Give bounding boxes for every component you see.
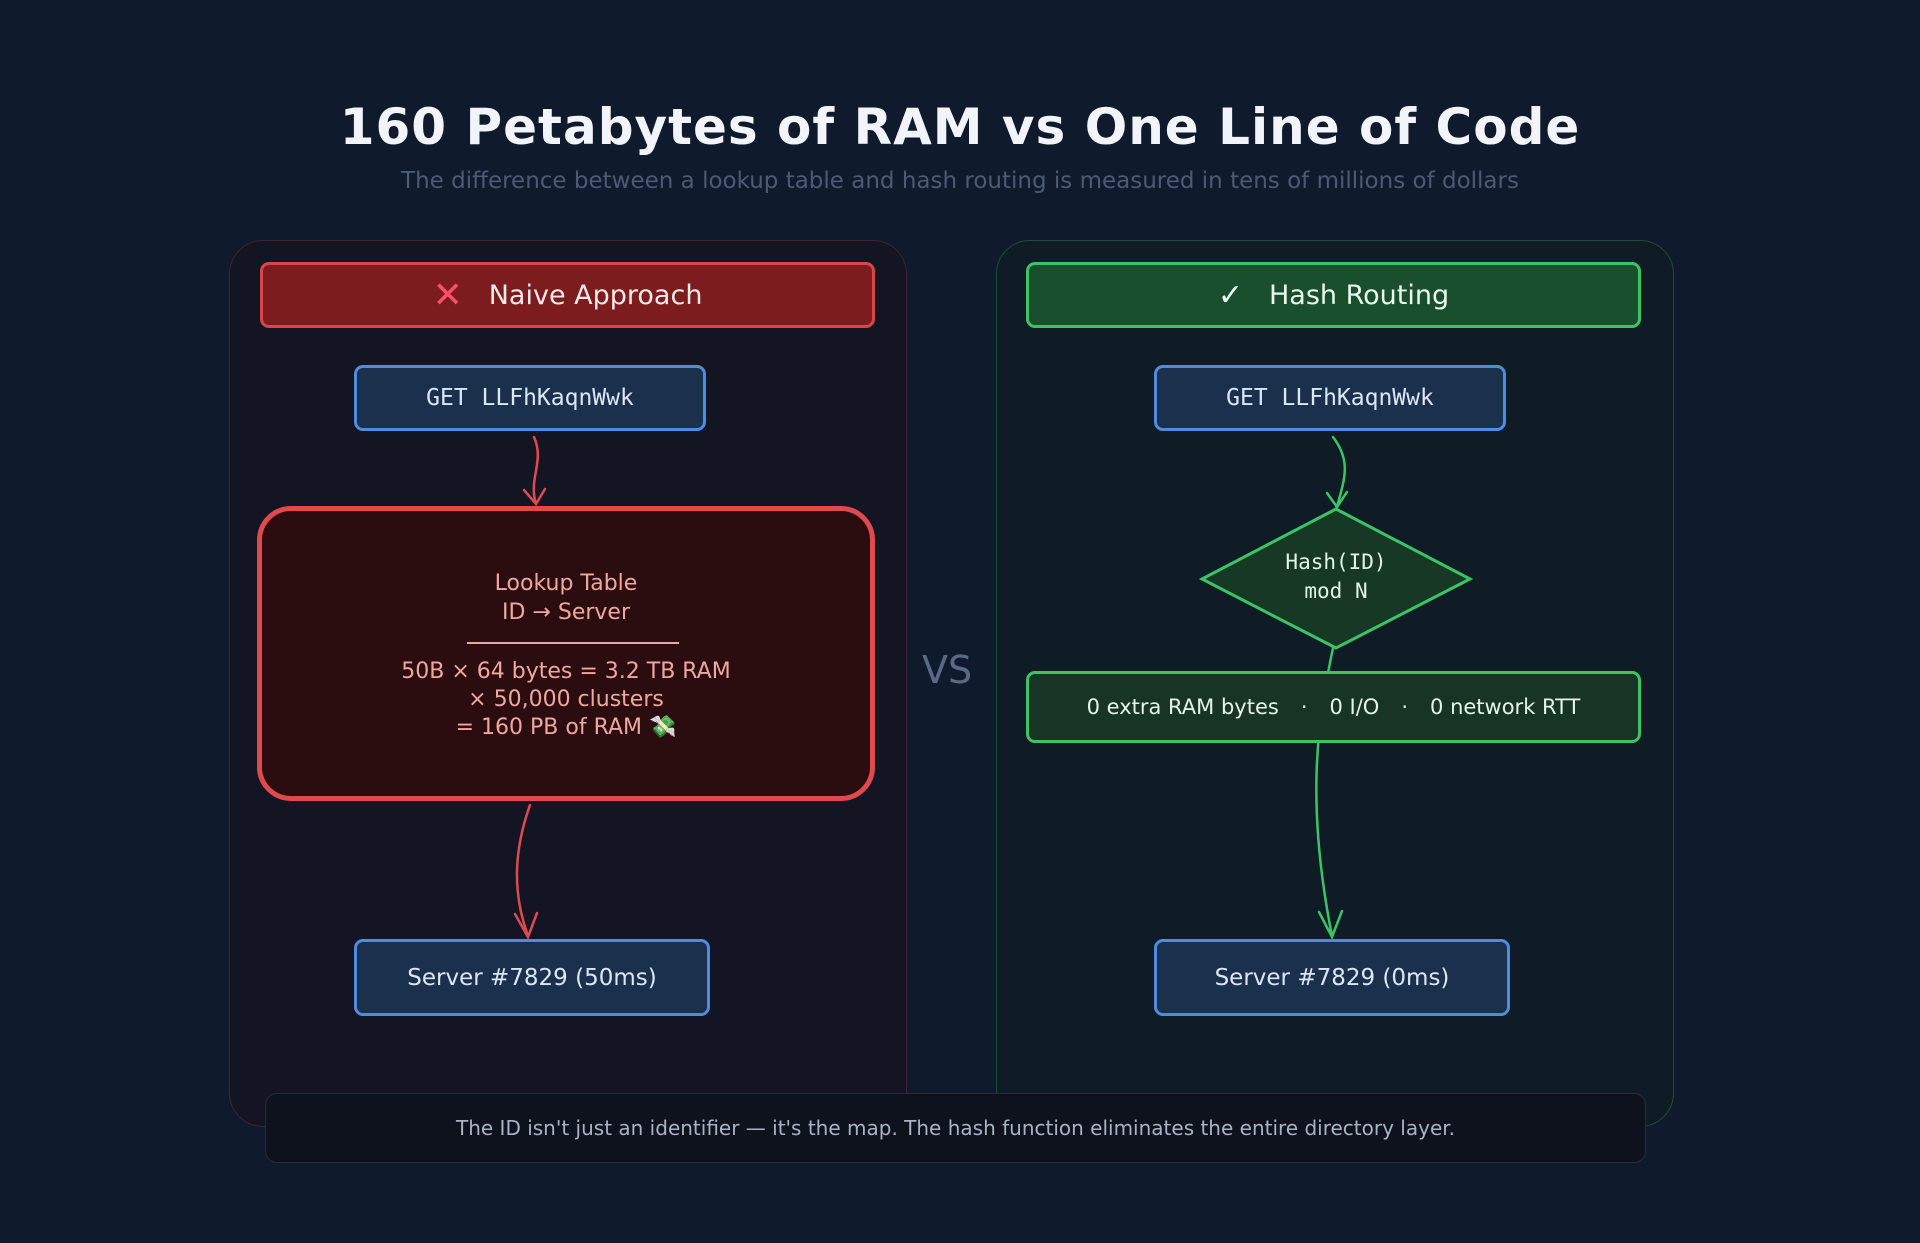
hash-server-node: Server #7829 (0ms) <box>1154 939 1510 1016</box>
lookup-title: Lookup Table <box>494 571 638 596</box>
lookup-calc-line-2: × 50,000 clusters <box>468 687 664 712</box>
lookup-table-box: Lookup Table ID → Server 50B × 64 bytes … <box>257 506 875 801</box>
vs-label: VS <box>922 648 973 692</box>
zero-cost-stats: 0 extra RAM bytes · 0 I/O · 0 network RT… <box>1026 671 1641 743</box>
stat-io: 0 I/O <box>1329 695 1380 719</box>
x-icon: ✕ <box>432 274 463 316</box>
naive-arrow-lookup-to-server <box>515 803 532 938</box>
page-subtitle: The difference between a lookup table an… <box>401 168 1519 194</box>
lookup-divider <box>467 642 679 644</box>
hash-arrow-request-to-diamond <box>1331 435 1347 509</box>
naive-request-node: GET LLFhKaqnWwk <box>354 365 706 431</box>
hash-diamond <box>1198 507 1474 650</box>
naive-approach-label: Naive Approach <box>488 279 703 311</box>
naive-approach-header: ✕ Naive Approach <box>260 262 875 328</box>
hash-routing-header: ✓ Hash Routing <box>1026 262 1641 328</box>
stat-separator: · <box>1401 695 1409 719</box>
naive-server-node: Server #7829 (50ms) <box>354 939 710 1016</box>
lookup-calc-line-1: 50B × 64 bytes = 3.2 TB RAM <box>401 659 731 684</box>
page-title: 160 Petabytes of RAM vs One Line of Code <box>339 98 1581 156</box>
stat-ram: 0 extra RAM bytes <box>1086 695 1279 719</box>
naive-arrow-request-to-lookup <box>532 435 540 506</box>
hash-mod-label: mod N <box>1304 579 1368 603</box>
hash-function-label: Hash(ID) <box>1285 550 1387 574</box>
hash-routing-label: Hash Routing <box>1269 279 1450 311</box>
footer-caption: The ID isn't just an identifier — it's t… <box>265 1093 1646 1163</box>
stat-separator: · <box>1300 695 1308 719</box>
check-icon: ✓ <box>1217 277 1243 313</box>
stat-rtt: 0 network RTT <box>1430 695 1581 719</box>
lookup-calc-line-3: = 160 PB of RAM 💸 <box>455 715 677 740</box>
lookup-mapping: ID → Server <box>502 600 630 625</box>
hash-request-node: GET LLFhKaqnWwk <box>1154 365 1506 431</box>
